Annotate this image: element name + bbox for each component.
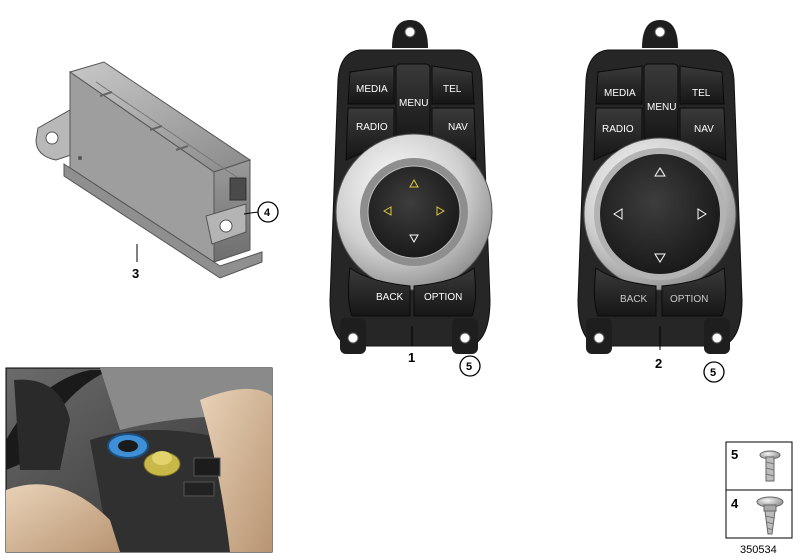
car-interior-photo <box>5 367 273 553</box>
touch-arrow-right-icon <box>697 208 707 220</box>
touch-arrow-left-icon <box>613 208 623 220</box>
arrow-up-icon <box>409 178 419 188</box>
callout-part-3: 3 <box>132 266 139 281</box>
screw-legend: 5 4 <box>725 441 793 539</box>
legend-item-4: 4 <box>731 496 739 511</box>
arrow-down-icon <box>409 234 419 244</box>
touch-button-media-label: MEDIA <box>604 88 636 99</box>
arrow-left-icon <box>382 206 392 216</box>
legend-item-5: 5 <box>731 447 738 462</box>
arrow-right-icon <box>436 206 446 216</box>
button-option-label: OPTION <box>424 292 462 303</box>
button-tel-label: TEL <box>443 84 462 95</box>
touch-arrow-down-icon <box>654 253 666 263</box>
button-media-label: MEDIA <box>356 84 388 95</box>
touch-button-radio-label: RADIO <box>602 124 634 135</box>
callout-part-1: 1 <box>408 350 415 365</box>
button-back-label: BACK <box>376 292 404 303</box>
screw-icon <box>759 450 781 482</box>
button-nav-label: NAV <box>448 122 468 133</box>
touch-button-back-label: BACK <box>620 294 648 305</box>
controller-module-box <box>35 61 263 279</box>
callout-part-2: 2 <box>655 356 662 371</box>
screw-icon <box>756 496 784 535</box>
touch-controller: MEDIA MENU TEL RADIO NAV BACK OPTION <box>577 20 743 354</box>
touch-button-menu-label: MENU <box>647 102 676 113</box>
callout-part-5-a: 5 <box>466 361 472 373</box>
touch-button-nav-label: NAV <box>694 124 714 135</box>
document-number: 350534 <box>740 544 777 556</box>
touch-button-tel-label: TEL <box>692 88 711 99</box>
touch-arrow-up-icon <box>654 167 666 177</box>
idrive-controller: MEDIA MENU TEL RADIO NAV BACK OPTION <box>329 20 493 354</box>
button-radio-label: RADIO <box>356 122 388 133</box>
touch-button-option-label: OPTION <box>670 294 708 305</box>
callout-part-5-b: 5 <box>710 367 716 379</box>
callout-part-4: 4 <box>264 207 271 219</box>
button-menu-label: MENU <box>399 98 428 109</box>
